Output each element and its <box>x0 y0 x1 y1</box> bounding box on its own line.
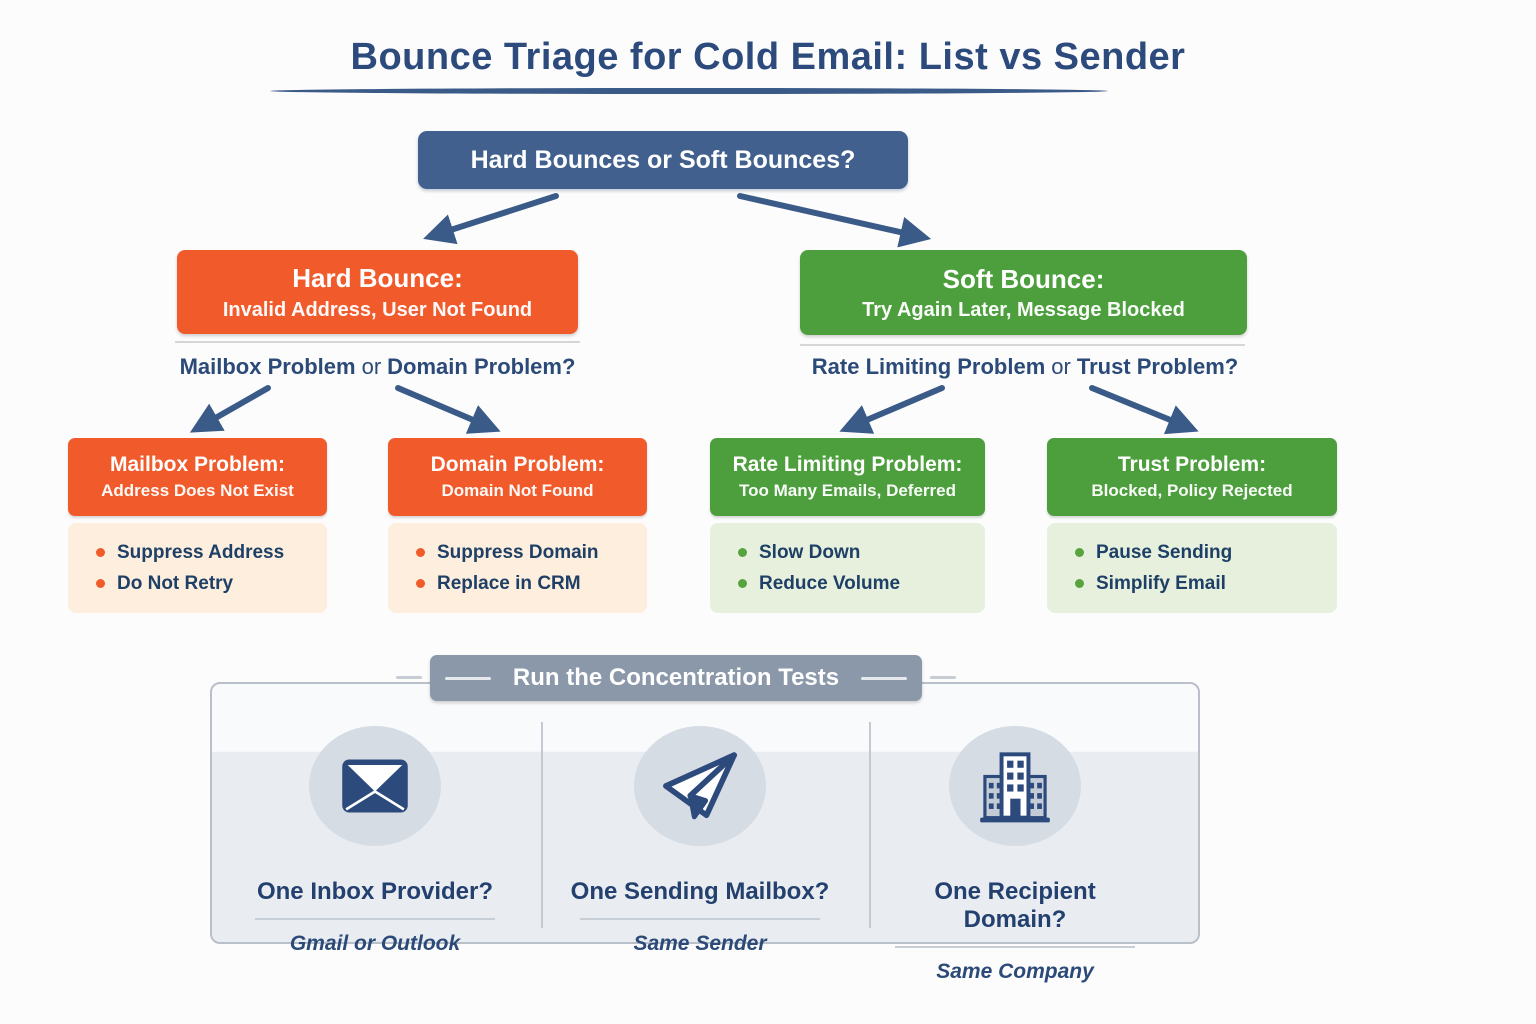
rate-limiting-actions-list: Slow Down Reduce Volume <box>710 523 985 613</box>
action-label: Suppress Domain <box>437 541 599 563</box>
panel-divider <box>541 722 543 928</box>
action-label: Pause Sending <box>1096 541 1233 563</box>
test-column-inbox-provider: One Inbox Provider? Gmail or Outlook <box>245 726 505 956</box>
page-title: Bounce Triage for Cold Email: List vs Se… <box>350 36 1186 78</box>
header-dash <box>861 676 908 680</box>
action-label: Reduce Volume <box>759 572 901 594</box>
arrow-soft-to-trust <box>1089 385 1199 435</box>
title-underline <box>270 88 1108 94</box>
rate-limiting-problem-box: Rate Limiting Problem: Too Many Emails, … <box>710 438 985 516</box>
test-column-recipient-domain: One Recipient Domain? Same Company <box>880 726 1150 984</box>
action-label: Slow Down <box>759 541 861 563</box>
hard-bounce-box: Hard Bounce: Invalid Address, User Not F… <box>177 250 578 334</box>
soft-bounce-divider <box>800 344 1245 346</box>
test-answer: Gmail or Outlook <box>289 932 461 955</box>
rate-limiting-problem-subtitle: Too Many Emails, Deferred <box>739 481 956 500</box>
action-label: Suppress Address <box>117 541 285 563</box>
test-rule <box>580 918 820 920</box>
arrow-hard-to-domain <box>395 385 501 434</box>
panel-divider <box>869 722 871 928</box>
question-or: or <box>361 354 382 379</box>
paper-plane-icon <box>663 752 737 820</box>
test-answer: Same Company <box>936 960 1094 983</box>
action-label: Simplify Email <box>1096 572 1226 594</box>
header-outer-dash <box>396 676 422 679</box>
domain-actions-list: Suppress Domain Replace in CRM <box>388 523 647 613</box>
header-outer-dash <box>930 676 956 679</box>
root-question-box: Hard Bounces or Soft Bounces? <box>418 131 908 189</box>
hard-bounce-divider <box>175 341 580 343</box>
bullet-icon <box>1075 548 1084 557</box>
rate-limiting-problem-title: Rate Limiting Problem: <box>732 453 963 476</box>
icon-circle <box>309 726 441 846</box>
header-dash <box>444 676 491 680</box>
question-or: or <box>1051 354 1071 379</box>
trust-problem-title: Trust Problem: <box>1117 453 1267 476</box>
test-answer: Same Sender <box>633 932 767 955</box>
bullet-icon <box>738 548 747 557</box>
icon-circle <box>634 726 766 846</box>
test-question: One Sending Mailbox? <box>570 878 830 905</box>
arrow-root-to-soft <box>737 193 932 248</box>
soft-bounce-box: Soft Bounce: Try Again Later, Message Bl… <box>800 250 1247 335</box>
envelope-icon <box>342 759 408 813</box>
domain-problem-subtitle: Domain Not Found <box>441 481 594 500</box>
arrow-hard-to-mailbox <box>189 385 271 433</box>
icon-circle <box>949 726 1081 846</box>
arrow-root-to-hard <box>423 193 559 245</box>
list-item: Pause Sending <box>1075 542 1337 564</box>
hard-bounce-title: Hard Bounce: <box>292 263 463 294</box>
test-rule <box>255 918 495 920</box>
list-item: Reduce Volume <box>738 573 985 595</box>
bullet-icon <box>96 548 105 557</box>
test-question: One Recipient Domain? <box>934 878 1096 933</box>
bullet-icon <box>416 548 425 557</box>
trust-actions-list: Pause Sending Simplify Email <box>1047 523 1337 613</box>
list-item: Suppress Domain <box>416 542 647 564</box>
bullet-icon <box>738 579 747 588</box>
mailbox-problem-subtitle: Address Does Not Exist <box>101 481 294 500</box>
root-question-label: Hard Bounces or Soft Bounces? <box>470 145 856 174</box>
hard-bounce-subtitle: Invalid Address, User Not Found <box>222 298 533 321</box>
list-item: Suppress Address <box>96 542 327 564</box>
list-item: Slow Down <box>738 542 985 564</box>
soft-bounce-subtitle: Try Again Later, Message Blocked <box>862 299 1185 322</box>
action-label: Replace in CRM <box>437 572 581 594</box>
question-part: Rate Limiting Problem <box>811 354 1046 379</box>
mailbox-problem-box: Mailbox Problem: Address Does Not Exist <box>68 438 327 516</box>
arrow-soft-to-ratelimit <box>839 385 945 434</box>
mailbox-problem-title: Mailbox Problem: <box>109 453 286 476</box>
bullet-icon <box>96 579 105 588</box>
trust-problem-subtitle: Blocked, Policy Rejected <box>1091 481 1293 500</box>
test-question: One Inbox Provider? <box>256 878 494 905</box>
question-part: Mailbox Problem <box>179 354 356 379</box>
domain-problem-box: Domain Problem: Domain Not Found <box>388 438 647 516</box>
list-item: Simplify Email <box>1075 573 1337 595</box>
bullet-icon <box>416 579 425 588</box>
trust-problem-box: Trust Problem: Blocked, Policy Rejected <box>1047 438 1337 516</box>
mailbox-actions-list: Suppress Address Do Not Retry <box>68 523 327 613</box>
tests-header-band: Run the Concentration Tests <box>430 655 922 701</box>
building-icon <box>980 752 1050 823</box>
list-item: Replace in CRM <box>416 573 647 595</box>
question-part: Domain Problem? <box>387 354 576 379</box>
list-item: Do Not Retry <box>96 573 327 595</box>
test-rule <box>895 946 1135 948</box>
domain-problem-title: Domain Problem: <box>430 453 605 476</box>
question-part: Trust Problem? <box>1076 354 1239 379</box>
tests-header-label: Run the Concentration Tests <box>512 664 840 691</box>
bullet-icon <box>1075 579 1084 588</box>
test-column-sending-mailbox: One Sending Mailbox? Same Sender <box>560 726 840 956</box>
soft-bounce-title: Soft Bounce: <box>942 263 1105 294</box>
action-label: Do Not Retry <box>117 572 234 594</box>
